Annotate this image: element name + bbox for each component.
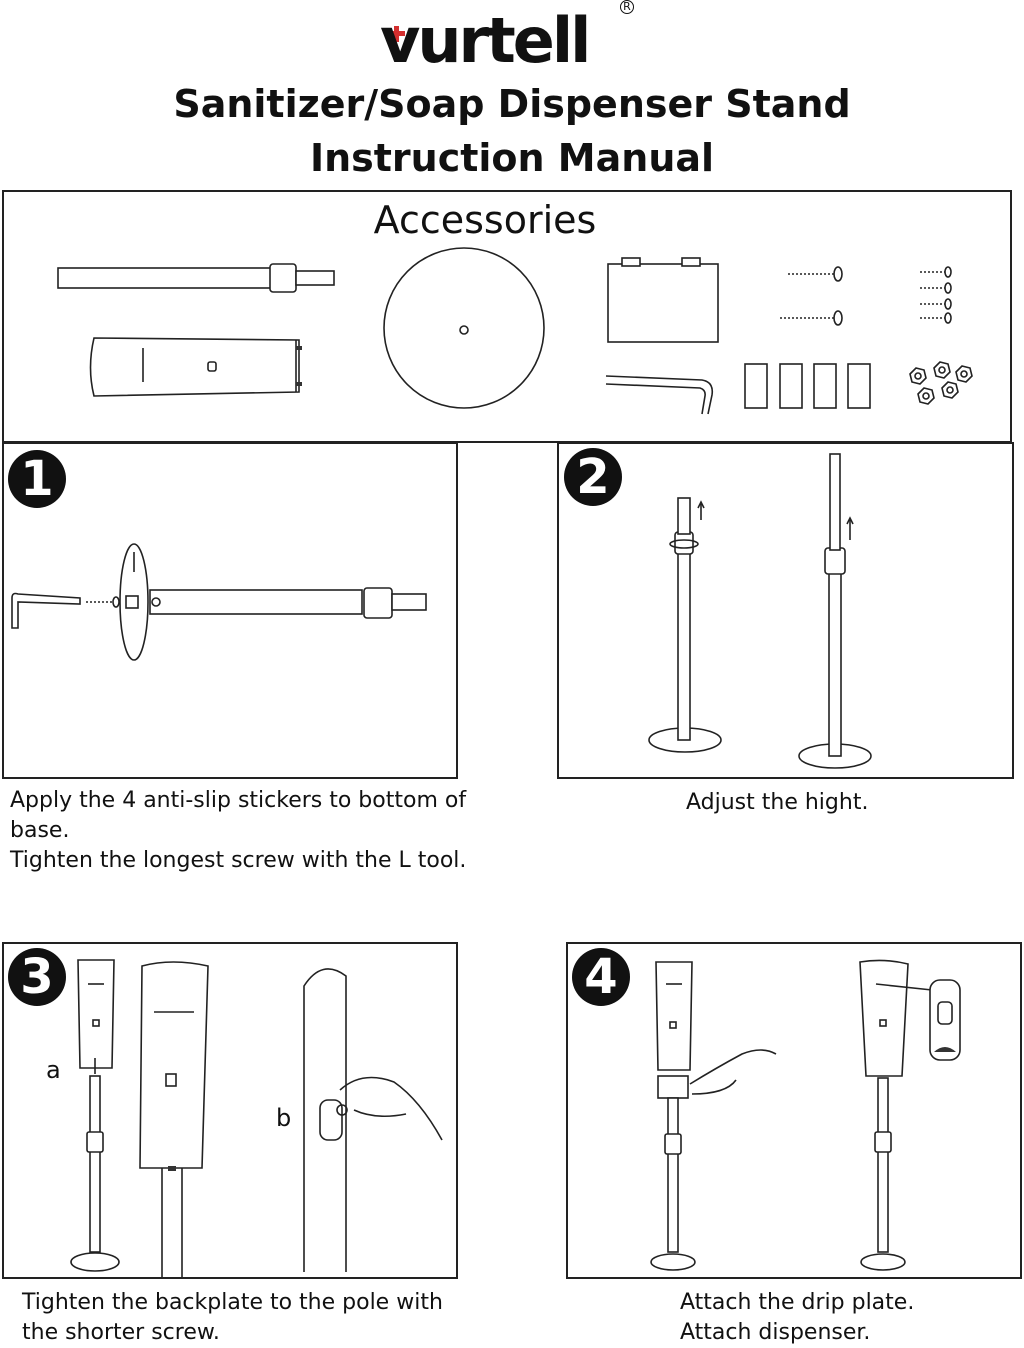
- pole-icon: [57, 263, 335, 293]
- brand-logo: vurtell R: [0, 0, 1024, 80]
- registered-mark: R: [620, 0, 634, 14]
- page-title-line1: Sanitizer/Soap Dispenser Stand: [173, 82, 851, 126]
- l-tool-icon: [605, 375, 714, 415]
- step-1-number: 1: [8, 450, 66, 508]
- step-2-panel: [557, 442, 1014, 779]
- step-4-number: 4: [572, 948, 630, 1006]
- short-screw-icon: [920, 266, 952, 324]
- step-2-caption: Adjust the hight.: [686, 790, 869, 815]
- accessories-panel: [2, 190, 1012, 443]
- step-3-label-a: a: [46, 1056, 61, 1084]
- medical-cross-icon: [388, 26, 405, 42]
- step-4-panel: [566, 942, 1022, 1279]
- step-3-illustration: [70, 959, 443, 1279]
- step-1-illustration: [11, 543, 427, 661]
- step-2-number: 2: [564, 448, 622, 506]
- page-title-line2: Instruction Manual: [309, 136, 715, 180]
- step-1-panel: [2, 442, 458, 779]
- step-2-illustration: [648, 453, 872, 769]
- step-3-number: 3: [8, 948, 66, 1006]
- step-1-caption: Apply the 4 anti-slip stickers to bottom…: [10, 788, 467, 873]
- base-disk-icon: [383, 247, 545, 409]
- nut-icon: [909, 361, 973, 405]
- long-screw-icon: [780, 266, 843, 326]
- step-3-caption: Tighten the backplate to the pole with t…: [22, 1290, 443, 1345]
- brand-name: vurtell: [380, 4, 591, 77]
- anti-slip-sticker-icon: [744, 363, 871, 409]
- step-3-panel: [2, 942, 458, 1279]
- step-4-caption: Attach the drip plate. Attach dispenser.: [680, 1290, 915, 1345]
- backplate-icon: [89, 337, 302, 397]
- accessories-title: Accessories: [373, 198, 597, 242]
- accessories-illustration: [57, 247, 973, 415]
- step-4-illustration: [650, 959, 961, 1271]
- step-3-label-b: b: [276, 1104, 292, 1132]
- drip-plate-icon: [607, 257, 719, 343]
